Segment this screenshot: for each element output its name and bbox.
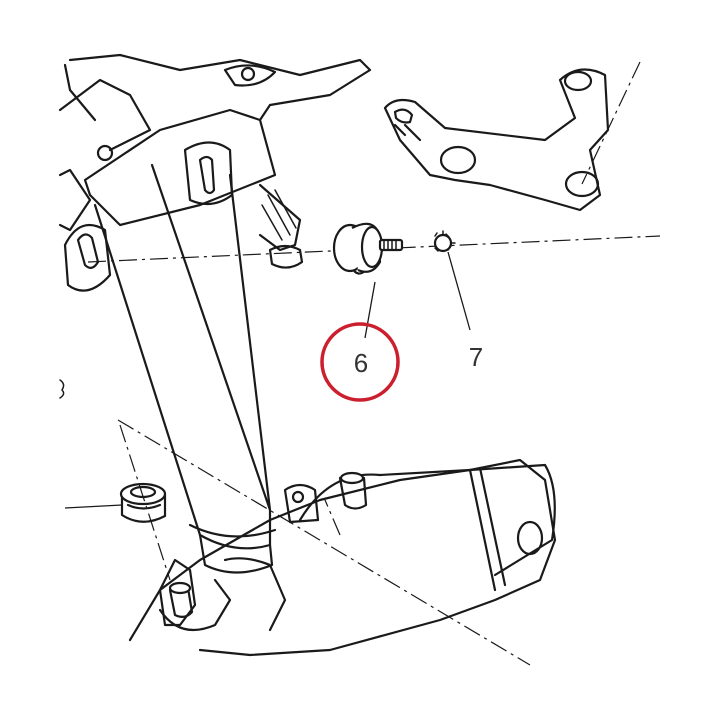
leader-6 [364, 281, 376, 339]
callout-6[interactable]: 6 [320, 322, 400, 402]
leader-7 [447, 251, 471, 331]
leader-grommet [64, 504, 123, 509]
callout-leaders [64, 251, 471, 509]
frame-upper [58, 53, 372, 292]
callout-6-highlight-ring [320, 322, 400, 402]
part-6-rubber-bush [332, 222, 404, 275]
callout-7[interactable]: 7 [469, 342, 483, 372]
mounting-bracket [383, 68, 610, 212]
steering-stem [93, 163, 277, 574]
edge-fragment-mark [59, 379, 65, 399]
callout-6-label: 6 [354, 348, 368, 378]
lower-triple-clamp [128, 458, 557, 657]
callout-7-label: 7 [469, 342, 483, 372]
rubber-grommet-left [119, 482, 167, 523]
part-7-serrated-nut [433, 230, 456, 253]
